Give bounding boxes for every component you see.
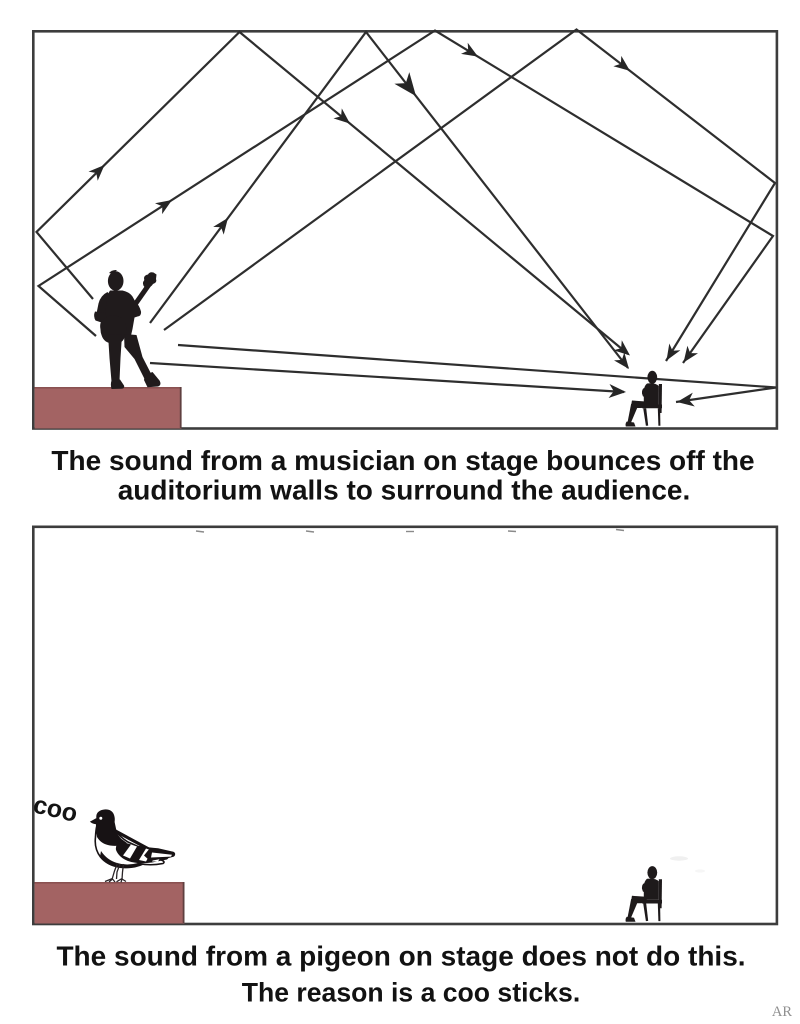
svg-text:The sound from a musician on s: The sound from a musician on stage bounc…: [51, 445, 754, 476]
svg-text:The reason is a coo sticks.: The reason is a coo sticks.: [242, 978, 580, 1008]
svg-text:AR: AR: [772, 1004, 792, 1020]
svg-text:auditorium walls to surround t: auditorium walls to surround the audienc…: [118, 475, 691, 506]
svg-text:The sound from a pigeon on sta: The sound from a pigeon on stage does no…: [56, 941, 745, 972]
